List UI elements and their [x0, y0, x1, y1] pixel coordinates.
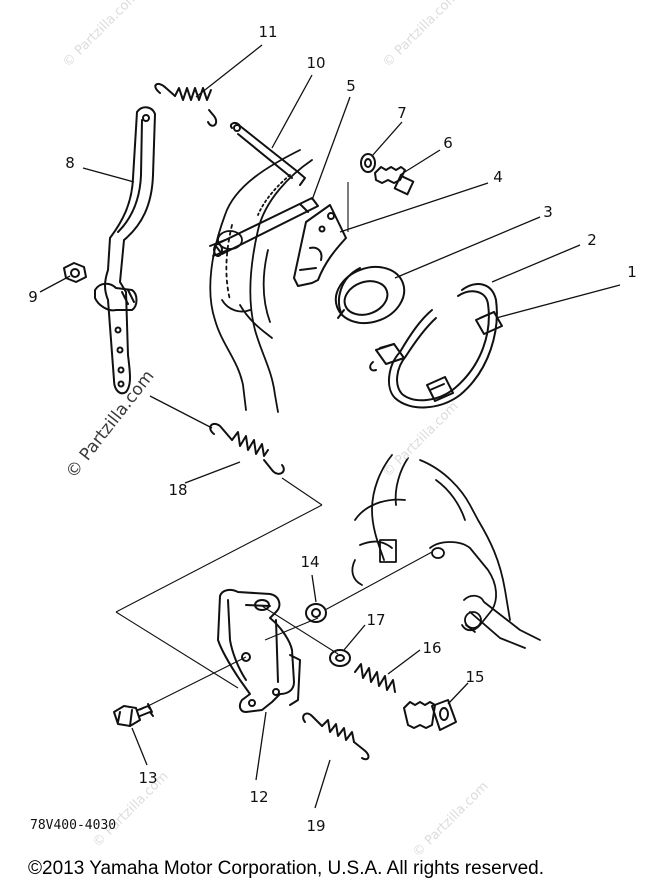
- lever-arm-part-8: [95, 107, 155, 393]
- callout-1: 1: [627, 263, 637, 281]
- callout-14: 14: [300, 553, 320, 571]
- callout-17: 17: [366, 611, 386, 629]
- bracket-plate-part-12: [218, 590, 300, 712]
- assembly-lines: [116, 182, 432, 710]
- callout-8: 8: [65, 154, 75, 172]
- callout-11: 11: [258, 23, 278, 41]
- spring-part-19: [303, 714, 368, 760]
- callout-15: 15: [465, 668, 485, 686]
- callout-18: 18: [168, 481, 188, 499]
- washer-part-17: [330, 650, 350, 666]
- washer-part-7: [361, 154, 375, 172]
- callout-13: 13: [138, 769, 158, 787]
- spring-part-16: [355, 664, 395, 692]
- link-rod-part-10: [231, 123, 305, 185]
- callout-4: 4: [493, 168, 503, 186]
- callout-16: 16: [422, 639, 442, 657]
- shaft-part-5: [214, 198, 318, 256]
- copyright-notice: ©2013 Yamaha Motor Corporation, U.S.A. A…: [28, 858, 544, 879]
- callout-12: 12: [249, 788, 269, 806]
- ring-part-3: [328, 258, 412, 333]
- callout-19: 19: [306, 817, 326, 835]
- bolt-part-15: [404, 700, 456, 730]
- callout-6: 6: [443, 134, 453, 152]
- washer-part-14: [306, 604, 326, 622]
- nut-part-9: [64, 263, 86, 282]
- spring-part-11: [155, 84, 216, 126]
- callout-10: 10: [306, 54, 326, 72]
- spring-part-18: [210, 424, 284, 474]
- wire-harness-part-1-2: [370, 284, 502, 407]
- leader-lines: [40, 45, 620, 808]
- callout-9: 9: [28, 288, 38, 306]
- engine-casting-upper: [210, 150, 312, 412]
- bolt-part-6: [375, 167, 413, 194]
- callout-5: 5: [346, 77, 356, 95]
- callout-7: 7: [397, 104, 407, 122]
- bolt-part-13: [114, 704, 153, 726]
- engine-casting-lower: [352, 455, 540, 648]
- bracket-part-4: [294, 205, 346, 286]
- callout-2: 2: [587, 231, 597, 249]
- diagram-code: 78V400-4030: [30, 818, 117, 833]
- callout-3: 3: [543, 203, 553, 221]
